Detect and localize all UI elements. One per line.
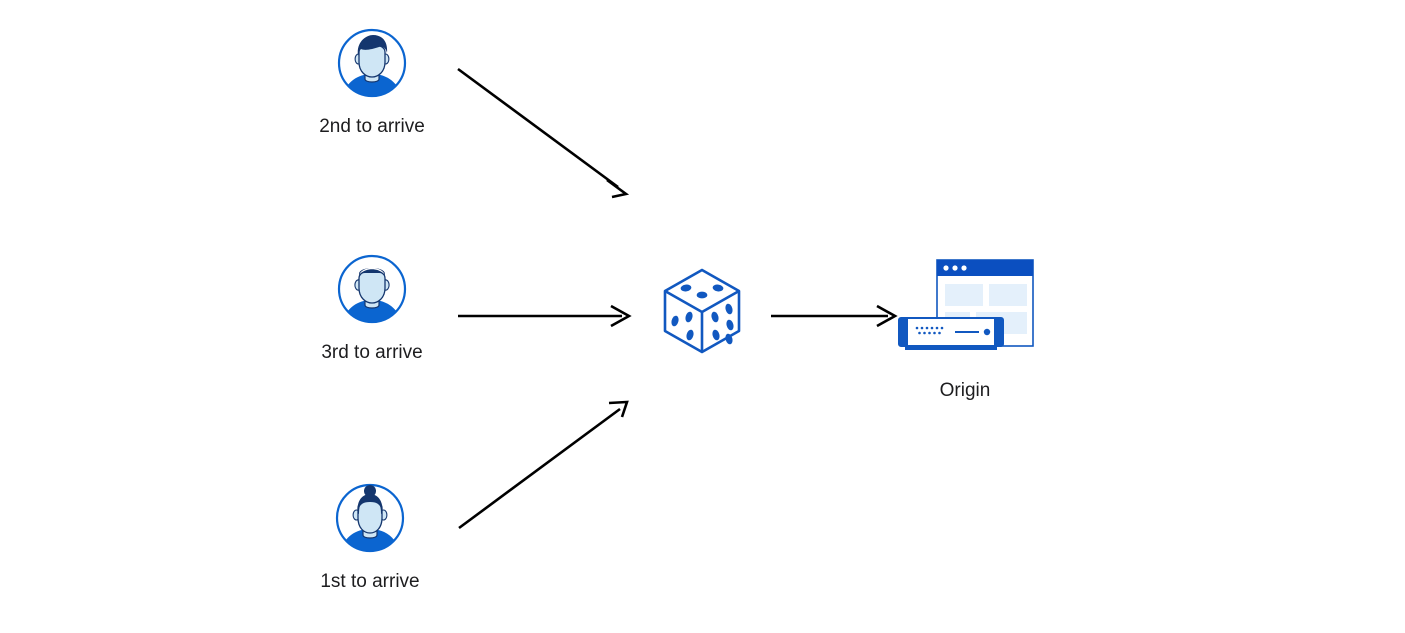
arrow-client-1st-to-dice [458,400,629,530]
client-label: 3rd to arrive [321,342,423,363]
client-label: 2nd to arrive [319,116,425,137]
user-avatar-icon [333,481,407,555]
client-node-1st: 1st to arrive [294,481,446,594]
arrow-client-3rd-to-dice [458,304,632,328]
random-balancer-node [660,265,744,362]
origin-node: Origin [890,256,1040,403]
client-node-2nd: 2nd to arrive [296,26,448,139]
user-avatar-icon [335,26,409,100]
arrow-dice-to-origin [771,304,898,328]
client-node-3rd: 3rd to arrive [296,252,448,365]
user-avatar-icon [335,252,409,326]
dice-cube-icon [660,265,744,362]
origin-label: Origin [939,380,991,401]
arrow-client-2nd-to-dice [457,67,630,199]
browser-window-with-server-icon [895,256,1035,364]
client-label: 1st to arrive [320,571,420,592]
server-device-icon [898,317,1004,350]
